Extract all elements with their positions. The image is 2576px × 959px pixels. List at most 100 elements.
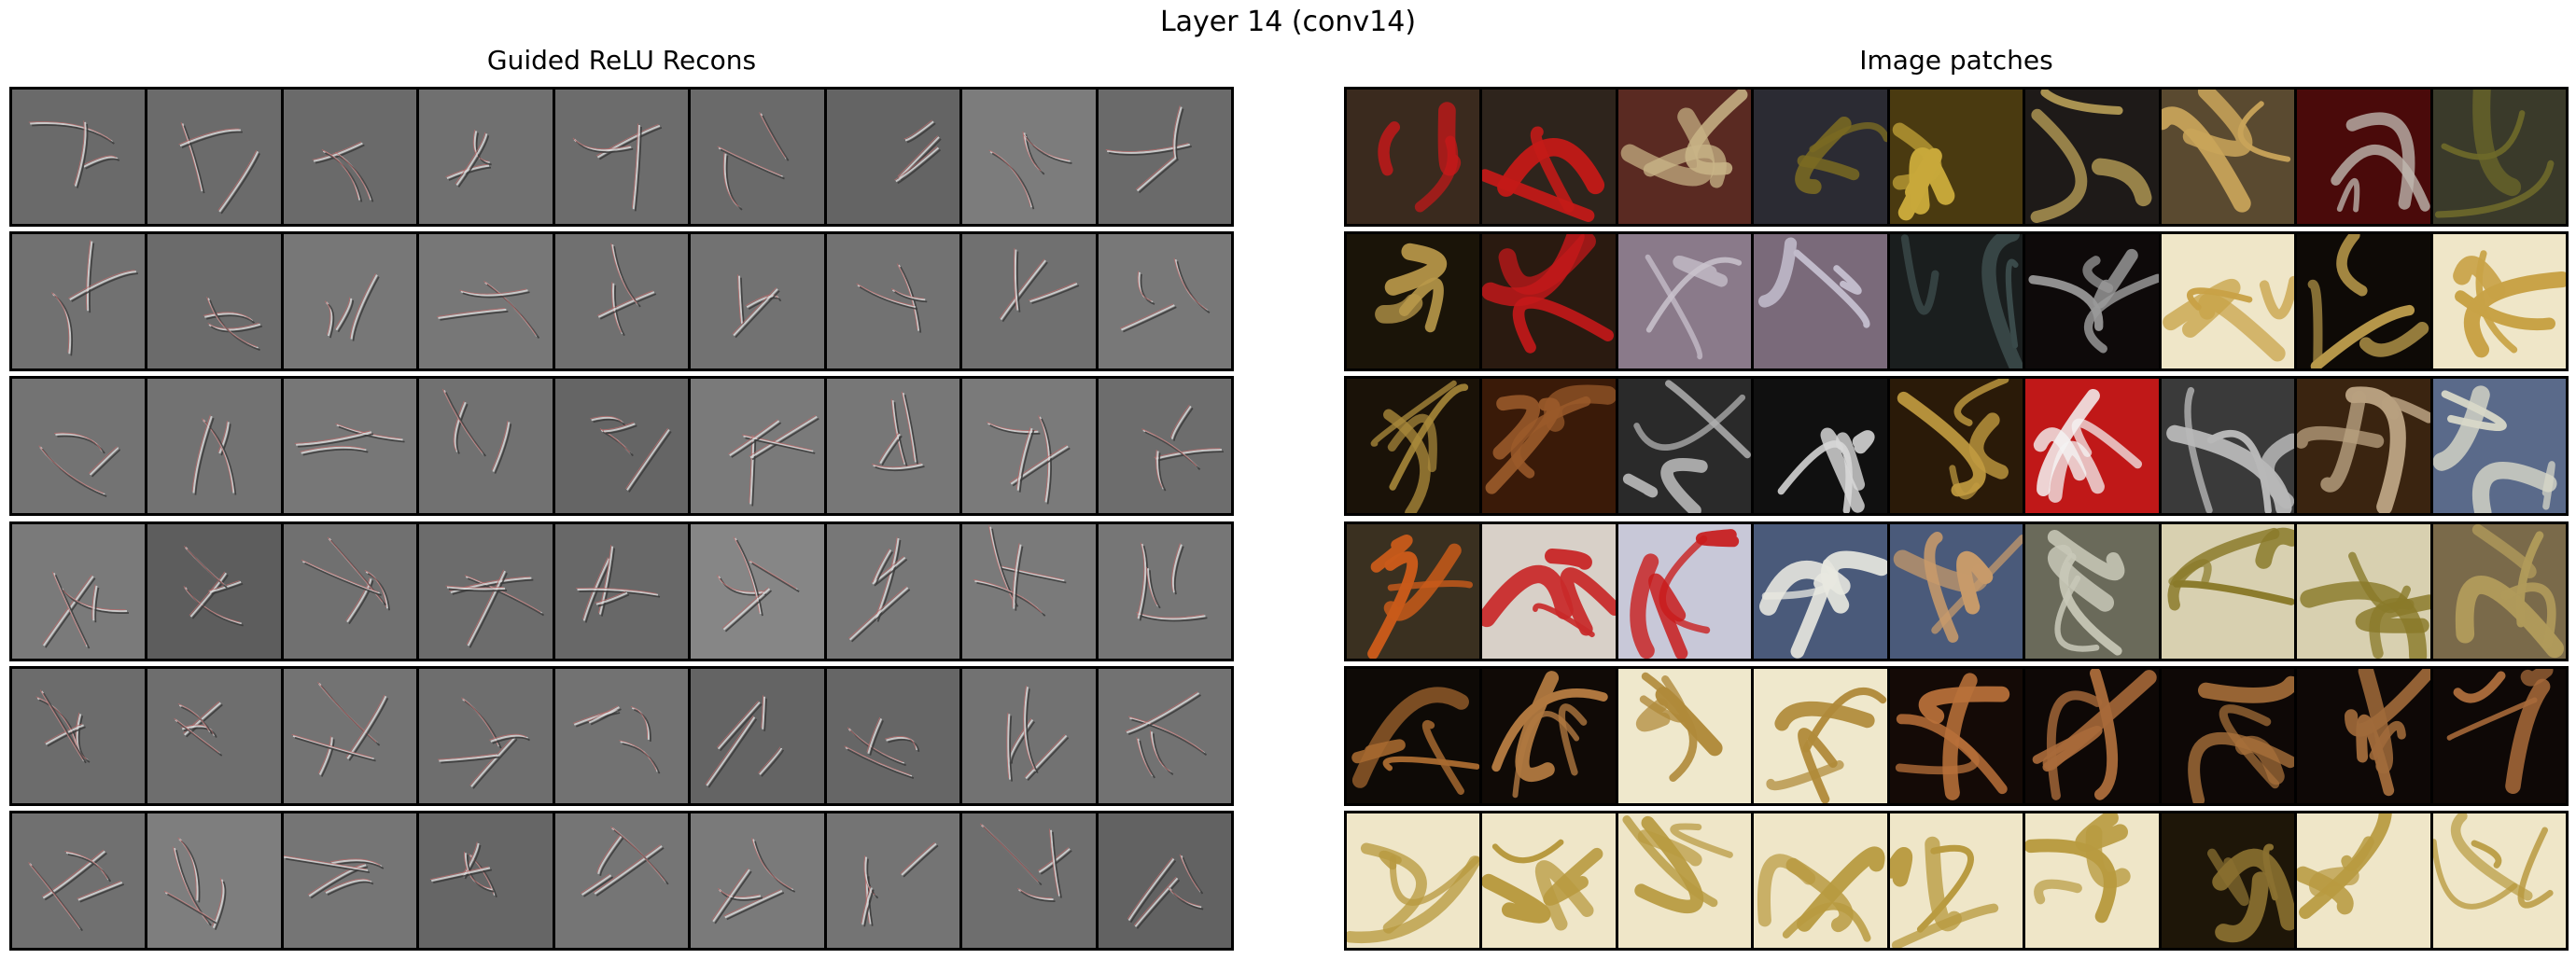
recon-tile (552, 234, 689, 368)
image-patch (1751, 234, 1887, 368)
recon-tile (823, 379, 960, 513)
image-patch (2023, 234, 2159, 368)
recons-row (9, 521, 1234, 661)
image-patch (1751, 524, 1887, 659)
image-patch (2023, 379, 2159, 513)
recon-tile (145, 379, 281, 513)
image-patch (1479, 813, 1616, 948)
recons-panel-title: Guided ReLU Recons (486, 45, 757, 76)
recon-tile (145, 669, 281, 803)
image-patch (2294, 669, 2430, 803)
image-patch (2158, 813, 2295, 948)
image-patch (1615, 379, 1752, 513)
image-patch (1886, 234, 2023, 368)
recon-tile (12, 524, 146, 659)
recon-tile (1095, 379, 1231, 513)
recon-tile (552, 379, 689, 513)
image-patch (1751, 379, 1887, 513)
image-patch (1615, 90, 1752, 224)
image-patch (2294, 524, 2430, 659)
image-patch (2023, 524, 2159, 659)
recon-tile (688, 813, 824, 948)
recon-tile (280, 379, 417, 513)
recon-tile (280, 234, 417, 368)
recon-tile (1095, 234, 1231, 368)
recon-tile (1095, 669, 1231, 803)
recon-tile (280, 813, 417, 948)
recon-tile (1095, 524, 1231, 659)
image-patch (2429, 90, 2566, 224)
image-patch (1615, 524, 1752, 659)
image-patch (1615, 813, 1752, 948)
image-patch (1347, 379, 1480, 513)
recon-tile (416, 669, 553, 803)
image-patch (1886, 669, 2023, 803)
recon-tile (12, 234, 146, 368)
recons-row (9, 87, 1234, 227)
image-patch (2023, 669, 2159, 803)
recon-tile (688, 90, 824, 224)
figure-title: Layer 14 (conv14) (1159, 6, 1417, 38)
image-patch (1479, 669, 1616, 803)
patches-row (1344, 811, 2569, 951)
recon-tile (823, 90, 960, 224)
image-patch (1347, 669, 1480, 803)
image-patch (2023, 90, 2159, 224)
recon-tile (959, 813, 1096, 948)
image-patch (1751, 669, 1887, 803)
image-patch (2294, 379, 2430, 513)
image-patch (1751, 813, 1887, 948)
recons-row (9, 376, 1234, 516)
recon-tile (688, 669, 824, 803)
image-patch (2429, 813, 2566, 948)
patches-row (1344, 521, 2569, 661)
recon-tile (823, 669, 960, 803)
image-patch (2294, 234, 2430, 368)
recon-tile (552, 669, 689, 803)
recon-tile (823, 234, 960, 368)
image-patch (1347, 524, 1480, 659)
recon-tile (416, 524, 553, 659)
image-patch (1615, 234, 1752, 368)
recon-tile (688, 524, 824, 659)
recon-tile (145, 524, 281, 659)
recon-tile (1095, 90, 1231, 224)
image-patch (1615, 669, 1752, 803)
image-patch (2158, 234, 2295, 368)
image-patch (1347, 234, 1480, 368)
recon-tile (1095, 813, 1231, 948)
image-patch (1751, 90, 1887, 224)
recon-tile (552, 813, 689, 948)
image-patch (1347, 90, 1480, 224)
recon-tile (552, 90, 689, 224)
recon-tile (280, 669, 417, 803)
recon-tile (823, 524, 960, 659)
patches-row (1344, 87, 2569, 227)
image-patch (1886, 524, 2023, 659)
recon-tile (959, 379, 1096, 513)
image-patch (2158, 379, 2295, 513)
patches-row (1344, 376, 2569, 516)
patches-panel-title: Image patches (1859, 45, 2053, 76)
recon-tile (145, 813, 281, 948)
recon-tile (12, 669, 146, 803)
recon-tile (688, 379, 824, 513)
recon-tile (12, 813, 146, 948)
recon-tile (688, 234, 824, 368)
image-patch (2429, 379, 2566, 513)
patches-row (1344, 231, 2569, 371)
recon-tile (280, 524, 417, 659)
recons-row (9, 666, 1234, 806)
image-patch (1886, 90, 2023, 224)
image-patch (2158, 524, 2295, 659)
recon-tile (959, 669, 1096, 803)
recon-tile (145, 234, 281, 368)
image-patch (2158, 669, 2295, 803)
image-patch (1479, 379, 1616, 513)
recon-tile (280, 90, 417, 224)
recon-tile (959, 90, 1096, 224)
recon-tile (416, 234, 553, 368)
image-patch (2429, 234, 2566, 368)
recon-tile (416, 813, 553, 948)
image-patch (1347, 813, 1480, 948)
